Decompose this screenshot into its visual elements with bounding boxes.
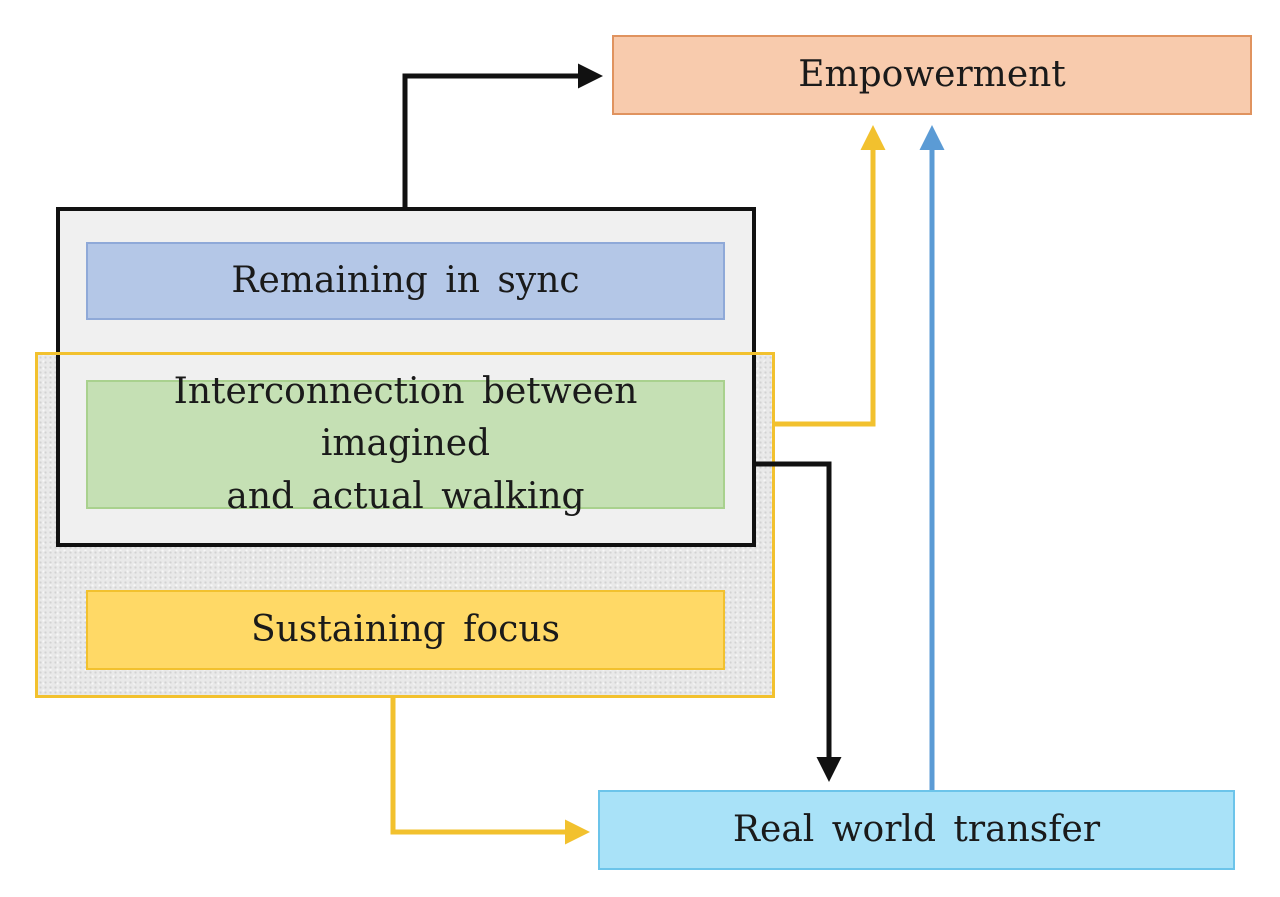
arrow-black-group-to-empowerment <box>402 63 603 207</box>
gold-group-top-border <box>35 352 775 355</box>
arrow-gold-group-to-empowerment <box>775 125 886 427</box>
sustaining-focus-label: Sustaining focus <box>251 608 560 650</box>
empowerment-label: Empowerment <box>798 53 1066 95</box>
interconnection-box: Interconnection between imagined and act… <box>86 371 725 517</box>
real-world-transfer-box: Real world transfer <box>598 790 1235 870</box>
arrow-sustaining-to-realworld <box>390 698 590 845</box>
sustaining-focus-box: Sustaining focus <box>86 590 725 670</box>
remaining-in-sync-box: Remaining in sync <box>86 242 725 320</box>
remaining-in-sync-label: Remaining in sync <box>231 259 580 301</box>
interconnection-label: Interconnection between imagined and act… <box>173 371 638 517</box>
arrow-interconnection-to-realworld <box>756 461 842 782</box>
empowerment-box: Empowerment <box>612 35 1252 115</box>
real-world-transfer-label: Real world transfer <box>732 808 1101 850</box>
